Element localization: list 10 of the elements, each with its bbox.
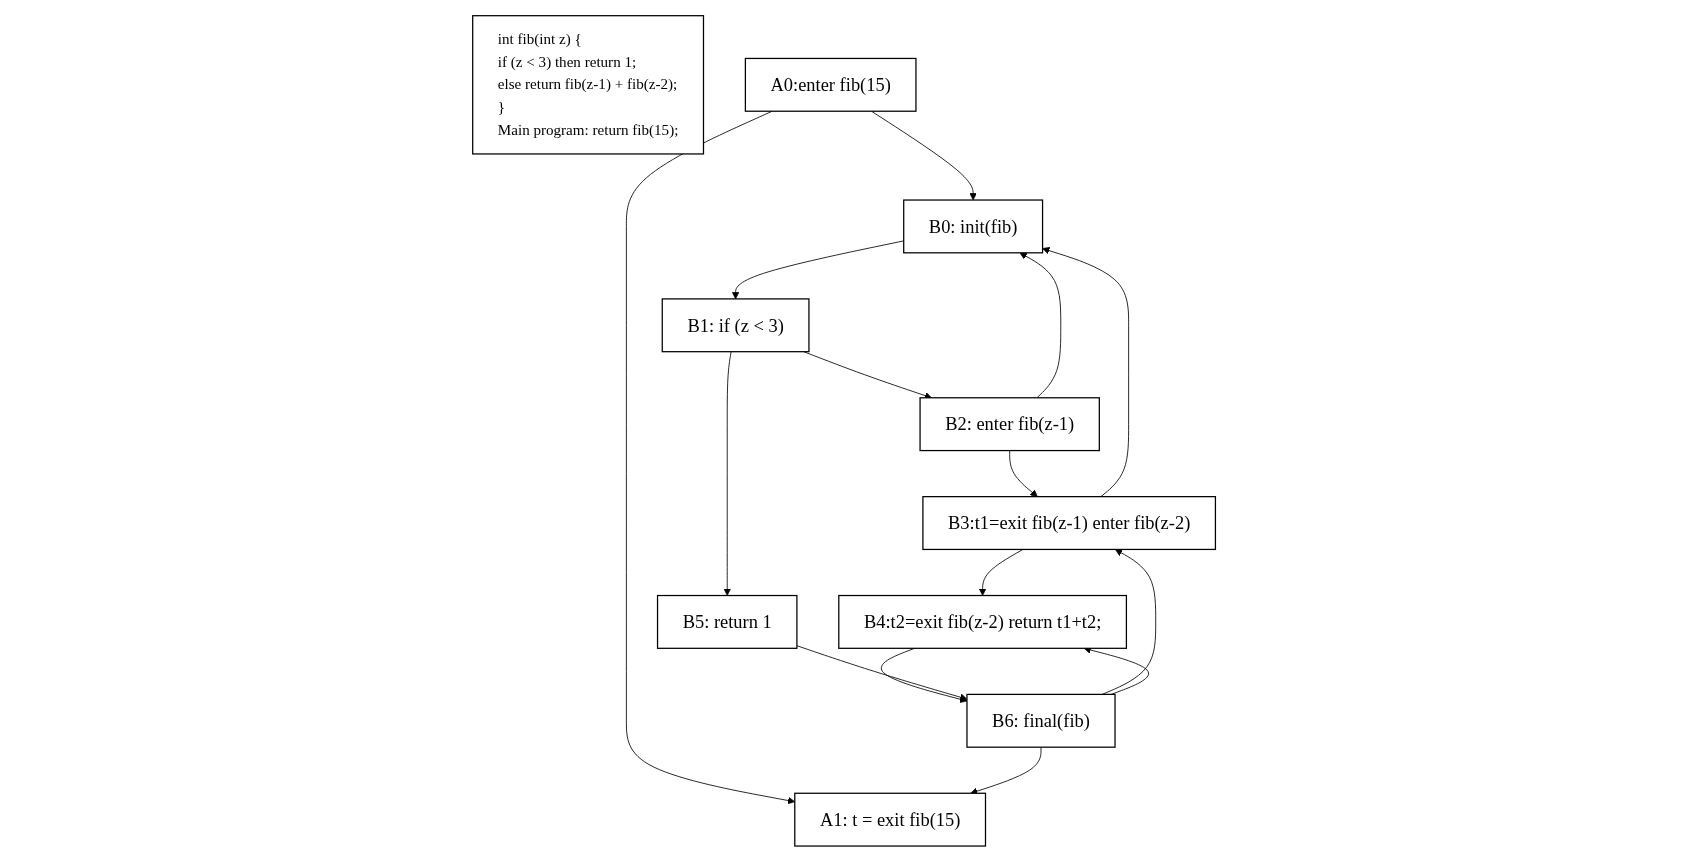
- node-box: B2: enter fib(z-1): [919, 396, 1101, 451]
- node-box: B0: init(fib): [903, 199, 1044, 254]
- node-box: A0:enter fib(15): [745, 57, 917, 112]
- node-box: B6: final(fib): [966, 693, 1117, 748]
- node-box: B5: return 1: [657, 594, 798, 649]
- node-box: A1: t = exit fib(15): [794, 792, 987, 847]
- node-box: B4:t2=exit fib(z-2) return t1+t2;: [838, 594, 1128, 649]
- node-box: B3:t1=exit fib(z-1) enter fib(z-2): [922, 495, 1217, 550]
- node-box: B1: if (z < 3): [662, 297, 810, 352]
- node-box: int fib(int z) { if (z < 3) then return 1; else return fib(z-1) + fib(z-2); } Main program: return fib(15);: [472, 14, 705, 155]
